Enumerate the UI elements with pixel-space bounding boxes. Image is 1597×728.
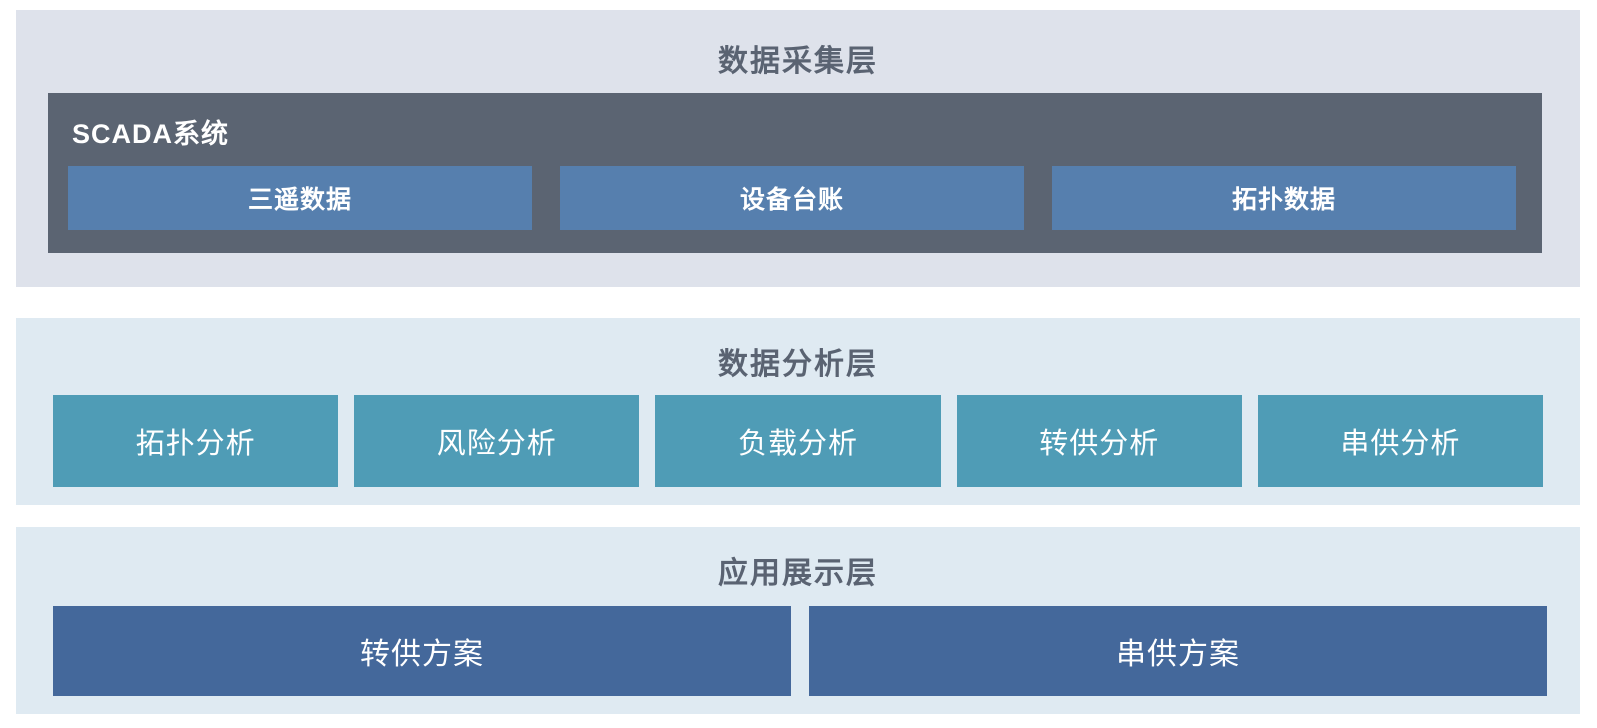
block-load-analysis: 负载分析 bbox=[655, 395, 941, 487]
block-transfer-supply-plan: 转供方案 bbox=[53, 606, 791, 696]
block-series-supply-analysis: 串供分析 bbox=[1257, 395, 1544, 487]
block-risk-analysis: 风险分析 bbox=[354, 395, 640, 487]
display-blocks-row: 转供方案 串供方案 bbox=[53, 606, 1547, 696]
scada-system-label: SCADA系统 bbox=[72, 119, 230, 149]
layer-data-analysis: 数据分析层 拓扑分析 风险分析 负载分析 转供分析 串供分析 bbox=[16, 318, 1580, 505]
block-transfer-supply-analysis: 转供分析 bbox=[956, 395, 1242, 487]
analysis-blocks-row: 拓扑分析 风险分析 负载分析 转供分析 串供分析 bbox=[53, 395, 1544, 487]
layer-application-display-title: 应用展示层 bbox=[718, 557, 878, 590]
block-topology-data: 拓扑数据 bbox=[1052, 166, 1516, 230]
block-equipment-ledger: 设备台账 bbox=[560, 166, 1024, 230]
layer-data-collection-title: 数据采集层 bbox=[718, 45, 878, 78]
scada-blocks-row: 三遥数据 设备台账 拓扑数据 bbox=[68, 166, 1516, 230]
block-topology-analysis: 拓扑分析 bbox=[53, 395, 339, 487]
layer-data-collection: 数据采集层 SCADA系统 三遥数据 设备台账 拓扑数据 bbox=[16, 10, 1580, 287]
block-telemetry-data: 三遥数据 bbox=[68, 166, 532, 230]
scada-system-group: SCADA系统 三遥数据 设备台账 拓扑数据 bbox=[48, 93, 1542, 253]
block-series-supply-plan: 串供方案 bbox=[809, 606, 1547, 696]
layer-application-display: 应用展示层 转供方案 串供方案 bbox=[16, 527, 1580, 714]
layer-data-analysis-title: 数据分析层 bbox=[718, 348, 878, 381]
